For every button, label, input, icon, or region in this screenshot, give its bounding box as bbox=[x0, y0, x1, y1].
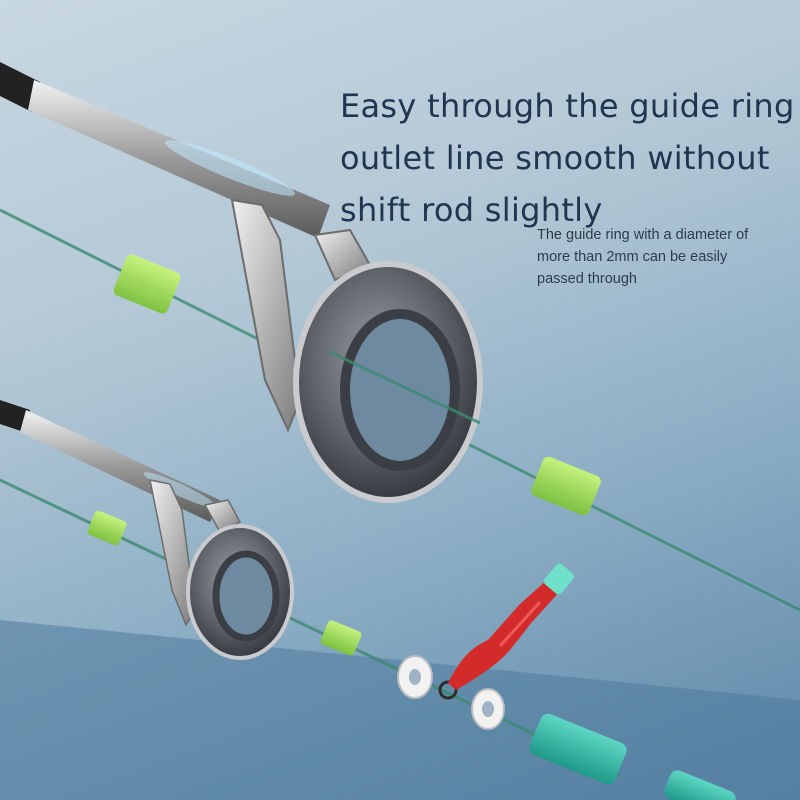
float-bead-3 bbox=[87, 510, 127, 546]
caption-line-3: passed through bbox=[537, 271, 637, 287]
space-bead-1 bbox=[397, 655, 433, 699]
space-bead-2 bbox=[471, 688, 505, 730]
float-bead-2 bbox=[531, 456, 601, 516]
headline: Easy through the guide ring outlet line … bbox=[340, 80, 795, 236]
caption-line-2: more than 2mm can be easily bbox=[537, 249, 728, 265]
caption-line-1: The guide ring with a diameter of bbox=[537, 227, 749, 243]
float-bead-1 bbox=[113, 254, 181, 314]
rod-upper bbox=[0, 62, 372, 433]
headline-line-2: outlet line smooth without bbox=[340, 139, 770, 177]
caption: The guide ring with a diameter of more t… bbox=[537, 224, 787, 290]
headline-line-1: Easy through the guide ring bbox=[340, 87, 795, 125]
teal-sleeve-2 bbox=[664, 770, 736, 800]
guide-ring-large bbox=[293, 261, 483, 503]
guide-ring-small bbox=[186, 524, 294, 660]
float-bead-4 bbox=[320, 620, 362, 656]
teal-sleeve-1 bbox=[529, 713, 627, 785]
headline-line-3: shift rod slightly bbox=[340, 191, 603, 229]
red-bobber bbox=[448, 563, 575, 690]
fishing-line-through-ring bbox=[329, 350, 481, 425]
rod-lower bbox=[0, 400, 242, 627]
